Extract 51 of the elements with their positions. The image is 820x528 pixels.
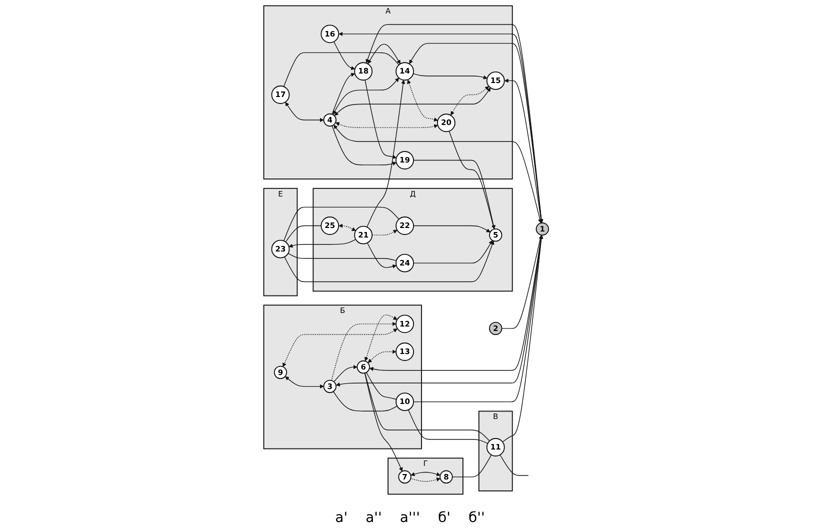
- arrow: [331, 322, 396, 381]
- sub-label: а''': [400, 510, 420, 526]
- arrow: [368, 44, 400, 64]
- arrow: [282, 328, 398, 368]
- arrow: [368, 350, 396, 363]
- connector: [366, 372, 397, 400]
- connector: [448, 130, 494, 230]
- arrow: [372, 230, 398, 236]
- connector: [283, 206, 400, 242]
- arrow: [364, 314, 398, 362]
- arrow: [364, 372, 403, 472]
- arrow: [332, 125, 396, 166]
- sub-label: б'': [468, 510, 485, 526]
- arrow: [410, 472, 440, 476]
- sub-label: а': [335, 510, 348, 526]
- arrow: [366, 24, 544, 224]
- arrow: [334, 88, 491, 116]
- arrow: [406, 80, 438, 122]
- sub-label: б': [438, 510, 450, 526]
- arrow: [366, 242, 396, 268]
- connector: [408, 409, 488, 444]
- sub-label: а'': [366, 510, 382, 526]
- arrow: [409, 42, 544, 224]
- arrow: [412, 73, 488, 80]
- arrow: [413, 240, 493, 264]
- connector: [283, 52, 400, 88]
- arrow: [364, 80, 396, 159]
- connector: [500, 454, 529, 476]
- arrow: [338, 32, 544, 224]
- connector: [364, 372, 490, 442]
- arrow: [285, 376, 324, 388]
- arrow: [333, 41, 355, 70]
- arrow: [285, 102, 324, 122]
- arrow: [288, 239, 356, 248]
- arrow: [333, 124, 542, 224]
- arrow: [502, 234, 544, 442]
- arrow: [413, 225, 490, 232]
- arrow: [413, 160, 496, 230]
- arrow: [450, 86, 489, 116]
- connector: [332, 391, 398, 412]
- arrow: [410, 478, 440, 482]
- arrow: [333, 365, 358, 382]
- arrow: [332, 72, 355, 115]
- arrow: [366, 80, 406, 228]
- connector: [285, 225, 322, 242]
- arrow: [284, 240, 494, 282]
- arrow: [338, 224, 356, 232]
- arrow: [332, 78, 399, 115]
- arrow: [335, 122, 438, 128]
- connector: [452, 454, 492, 478]
- connector: [288, 252, 397, 262]
